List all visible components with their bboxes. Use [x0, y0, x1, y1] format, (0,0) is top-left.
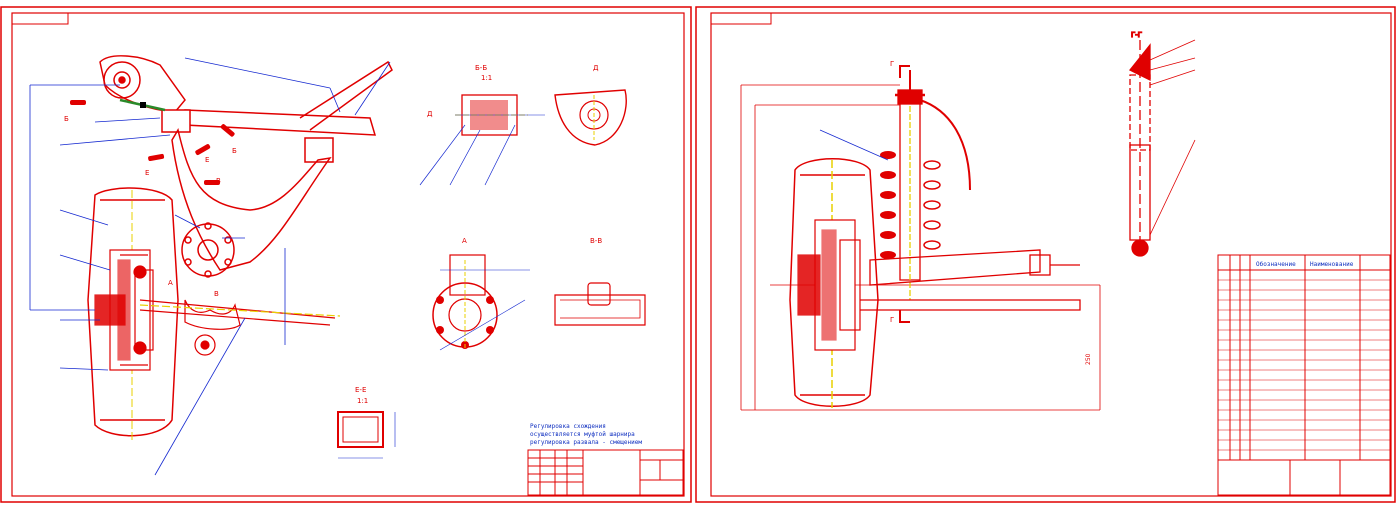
- gg-markers: Г Г: [890, 60, 910, 324]
- marker-e-1: Е: [145, 169, 149, 177]
- section-gg-label: Г-Г: [1131, 31, 1142, 39]
- sheet-2-inner-frame: [710, 12, 1392, 497]
- dimension-250: 250: [1085, 353, 1092, 365]
- section-ee: Е-Е 1:1: [337, 386, 396, 459]
- view-d: Д: [554, 64, 627, 146]
- lower-control-arm: [171, 128, 332, 278]
- sheet-2-outer-frame: [695, 6, 1396, 503]
- view-d-label: Д: [593, 64, 599, 72]
- marker-b-2: Б: [232, 147, 237, 155]
- dimension-lines-1: [29, 57, 391, 476]
- technical-notes-1: Регулировка схождения осуществляется муф…: [530, 423, 642, 446]
- sheet-1-corner-box: [11, 12, 69, 25]
- note-line-2: осуществляется муфтой шарнира: [530, 431, 635, 438]
- sheet-1: Б Б Е Е В В А Б-Б 1:1 Д Д: [0, 6, 692, 503]
- section-gg: Г-Г: [1128, 30, 1196, 257]
- sheet-1-inner-frame: [11, 12, 685, 497]
- section-bb-label: Б-Б: [475, 64, 487, 72]
- upper-wishbone: [99, 55, 393, 163]
- title-block-1: [527, 449, 684, 496]
- leader-2: [819, 129, 889, 161]
- tie-rod-accent: [119, 98, 166, 112]
- sheet-2-corner-box: [710, 12, 772, 25]
- marker-v-1: В: [216, 177, 221, 185]
- section-bb: Б-Б 1:1 Д: [419, 64, 545, 186]
- section-d-marker: Д: [427, 110, 433, 118]
- section-vv-label: В-В: [590, 237, 602, 245]
- coil-spring: [880, 151, 941, 259]
- marker-a: А: [168, 279, 173, 287]
- gg-marker-bottom: Г: [890, 316, 894, 324]
- view-markers-1: Б Б Е Е В В А: [64, 100, 237, 298]
- sheet-1-outer-frame: [0, 6, 692, 503]
- view-a: А: [432, 237, 530, 351]
- section-ee-label: Е-Е: [355, 386, 366, 394]
- spec-header-name: Наименование: [1310, 261, 1354, 268]
- marker-b-1: Б: [64, 115, 69, 123]
- note-line-3: регулировка развала - смещением: [530, 439, 642, 446]
- strut-assembly: [895, 70, 971, 300]
- note-line-1: Регулировка схождения: [530, 423, 606, 430]
- lower-arm-2: [860, 249, 1081, 311]
- drive-shaft-1: [139, 299, 341, 356]
- section-bb-scale: 1:1: [481, 74, 492, 82]
- section-vv: В-В: [554, 237, 646, 326]
- sheet-2: 250: [695, 6, 1396, 503]
- spec-table-rows: [1218, 279, 1390, 451]
- hub-assembly-2: [797, 219, 861, 351]
- marker-v-2: В: [214, 290, 219, 298]
- marker-e-2: Е: [205, 156, 209, 164]
- gg-marker-top: Г: [890, 60, 894, 68]
- section-ee-scale: 1:1: [357, 397, 368, 405]
- spec-table: [1217, 254, 1391, 496]
- view-a-label: А: [462, 237, 467, 245]
- spec-header-designation: Обозначение: [1256, 261, 1296, 268]
